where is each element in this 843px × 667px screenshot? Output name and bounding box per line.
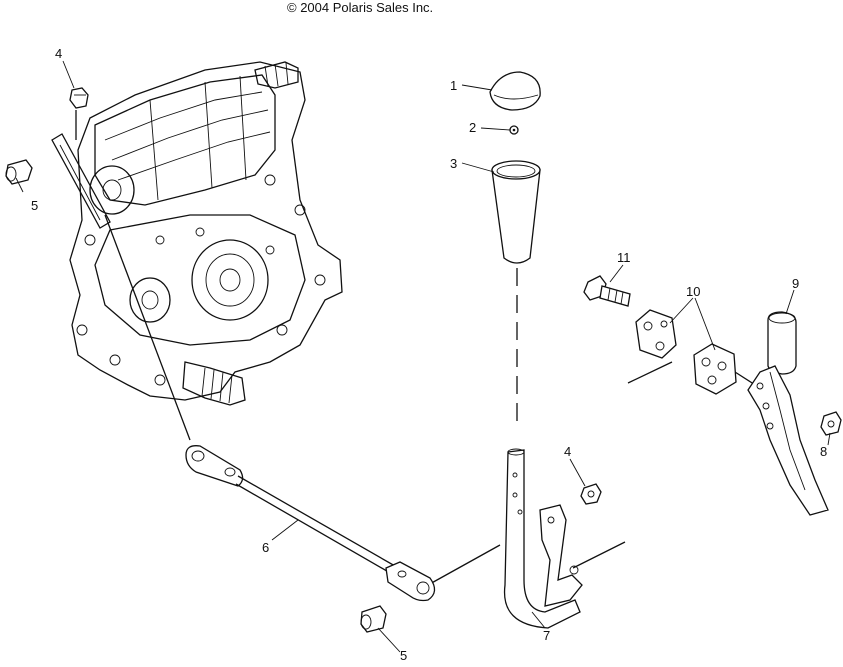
nut-part-upper	[69, 87, 89, 109]
callout-2: 2	[469, 120, 476, 135]
callout-6: 6	[262, 540, 269, 555]
nut-part-lower	[580, 483, 602, 505]
engine-illustration	[51, 61, 343, 406]
callout-3: 3	[450, 156, 457, 171]
knob-cap-part	[489, 71, 541, 111]
shift-grip-part	[491, 160, 541, 264]
bolt-part-8	[820, 411, 842, 436]
linkage-rod-part	[185, 445, 436, 602]
copyright-notice: © 2004 Polaris Sales Inc.	[287, 0, 434, 15]
callout-8: 8	[820, 444, 827, 459]
callout-11: 11	[617, 250, 631, 265]
boot-part-9	[767, 311, 797, 375]
callout-10: 10	[686, 284, 700, 299]
callout-7: 7	[543, 628, 550, 643]
bushing-parts-10	[635, 309, 737, 395]
pivot-bolt-part-upper	[5, 159, 33, 185]
callout-1: 1	[450, 78, 457, 93]
callout-5-lower: 5	[400, 648, 407, 662]
callout-4-upper: 4	[55, 46, 62, 61]
pivot-bolt-part-lower	[360, 605, 387, 633]
callout-9: 9	[792, 276, 799, 291]
callout-5-upper: 5	[31, 198, 38, 213]
mount-bracket	[747, 365, 829, 516]
shift-lever-part	[503, 448, 583, 629]
callout-leaders	[15, 60, 831, 653]
bolt-part-11	[583, 275, 631, 307]
small-nut-part	[509, 125, 519, 135]
callout-4-lower: 4	[564, 444, 571, 459]
